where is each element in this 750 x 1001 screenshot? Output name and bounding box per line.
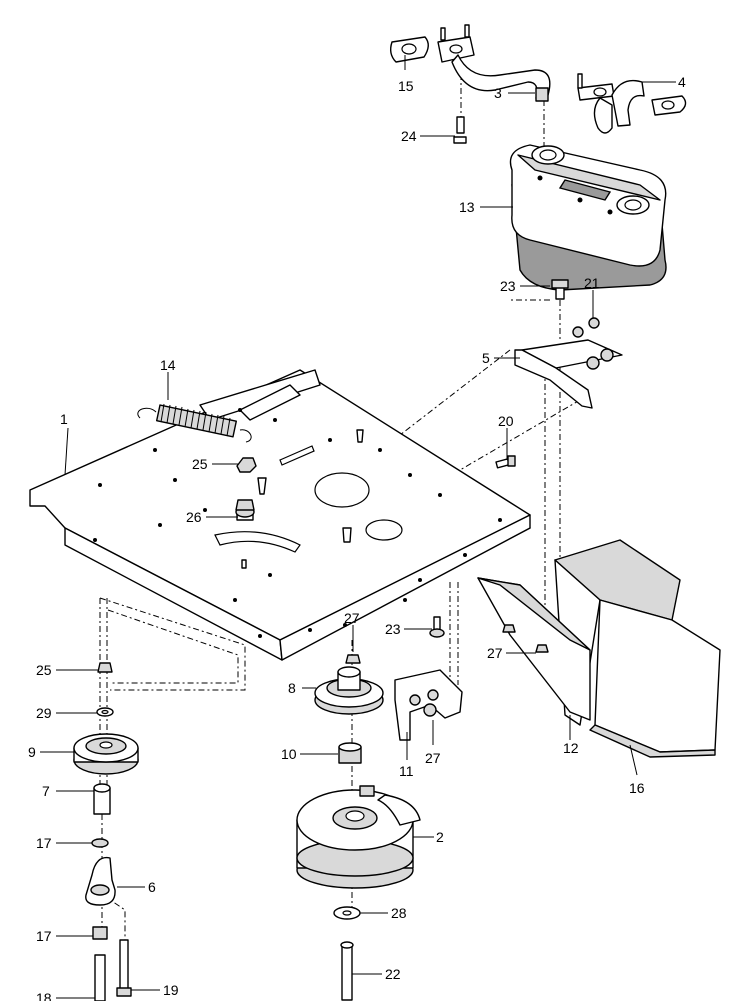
belt-guard xyxy=(477,539,721,758)
callout-27-bracket: 27 xyxy=(425,750,441,766)
exhaust-pipes xyxy=(389,24,687,144)
callout-20: 20 xyxy=(498,413,514,429)
hardware xyxy=(235,457,549,664)
idler-bracket xyxy=(394,669,463,741)
idler-pulley-stack xyxy=(73,662,139,1001)
callout-23-upper: 23 xyxy=(500,278,516,294)
callout-21: 21 xyxy=(584,275,600,291)
callout-27-guard: 27 xyxy=(487,645,503,661)
muffler-bracket xyxy=(514,279,623,409)
callout-9: 9 xyxy=(28,744,36,760)
callout-18: 18 xyxy=(36,990,52,1001)
callout-10: 10 xyxy=(281,746,297,762)
callout-29: 29 xyxy=(36,705,52,721)
callout-23-lower: 23 xyxy=(385,621,401,637)
callout-28: 28 xyxy=(391,905,407,921)
callout-19: 19 xyxy=(163,982,179,998)
callout-8: 8 xyxy=(288,680,296,696)
electric-clutch xyxy=(296,785,421,889)
callout-25-lower: 25 xyxy=(36,662,52,678)
callout-17-upper: 17 xyxy=(36,835,52,851)
leader-lines xyxy=(40,55,676,999)
callout-7: 7 xyxy=(42,783,50,799)
callout-labels: 1 2 3 4 5 6 7 8 9 10 11 12 13 14 15 16 1… xyxy=(28,74,686,1001)
callout-4: 4 xyxy=(678,74,686,90)
callout-1: 1 xyxy=(60,411,68,427)
callout-13: 13 xyxy=(459,199,475,215)
callout-17-lower: 17 xyxy=(36,928,52,944)
callout-2: 2 xyxy=(436,829,444,845)
pulley-8 xyxy=(314,666,384,764)
callout-14: 14 xyxy=(160,357,176,373)
callout-5: 5 xyxy=(482,350,490,366)
bolt-20 xyxy=(495,455,516,469)
callout-22: 22 xyxy=(385,966,401,982)
muffler xyxy=(509,144,667,291)
callout-3: 3 xyxy=(494,85,502,101)
callout-6: 6 xyxy=(148,879,156,895)
callout-24: 24 xyxy=(401,128,417,144)
callout-25-upper: 25 xyxy=(192,456,208,472)
deck-plate xyxy=(29,369,531,661)
callout-16: 16 xyxy=(629,780,645,796)
callout-26: 26 xyxy=(186,509,202,525)
callout-27-center: 27 xyxy=(344,610,360,626)
clutch-bolt xyxy=(333,906,361,1001)
callout-12: 12 xyxy=(563,740,579,756)
spring xyxy=(137,403,252,443)
callout-11: 11 xyxy=(399,763,414,779)
callout-15: 15 xyxy=(398,78,414,94)
